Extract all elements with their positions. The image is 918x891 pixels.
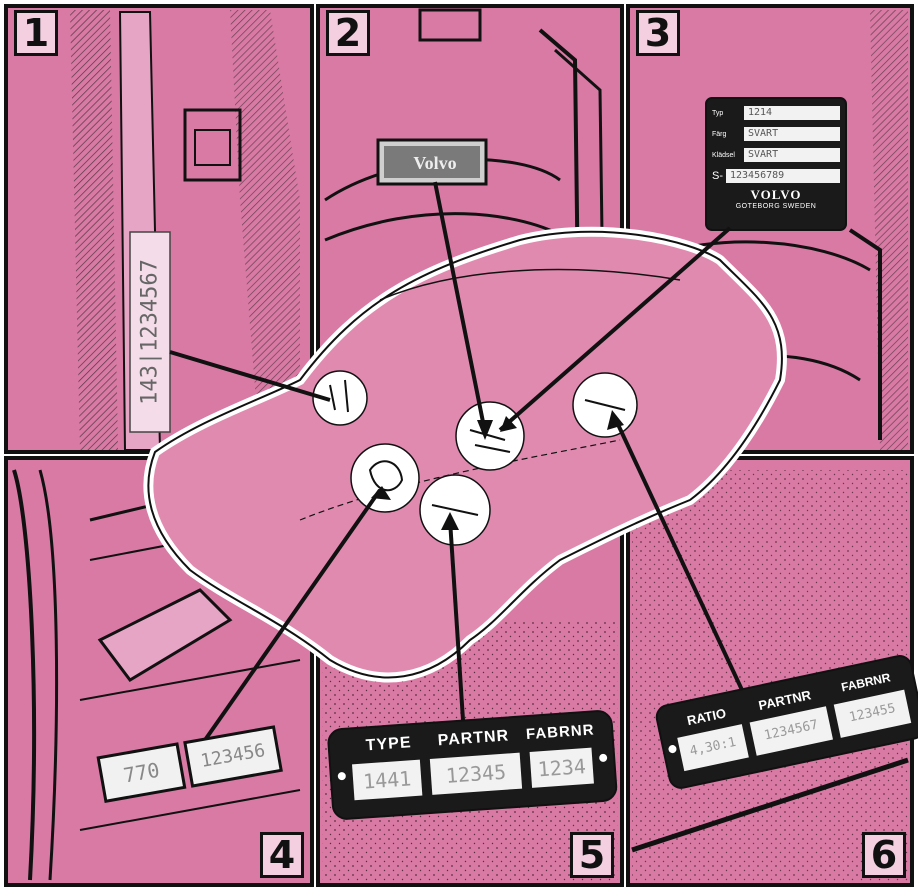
plate-value-fabrnr: 1234 — [530, 748, 594, 788]
plate-value-ratio: 4,30:1 — [677, 724, 749, 771]
id-row-label: Typ — [712, 110, 744, 117]
plate-header-type: TYPE — [354, 733, 423, 756]
id-row-type: Typ 1214 — [712, 104, 840, 122]
id-row-label: Klädsel — [712, 152, 744, 159]
id-row-label: S- — [712, 170, 726, 182]
id-row-value: 1214 — [744, 106, 840, 120]
plate-header-fabrnr: FABRNR — [524, 721, 597, 743]
panel-number-6: 6 — [862, 832, 906, 878]
plate-value-partnr: 12345 — [430, 753, 522, 795]
id-row-value: SVART — [744, 148, 840, 162]
type-badge-text: Volvo — [395, 150, 475, 176]
brand-name: VOLVO — [712, 187, 840, 202]
id-row-value: 123456789 — [726, 169, 840, 183]
panel-number-4: 4 — [260, 832, 304, 878]
plate-value-partnr: 1234567 — [750, 706, 833, 755]
id-row-color: Färg SVART — [712, 125, 840, 143]
id-row-chassis: S- 123456789 — [712, 167, 840, 185]
panel-number-2: 2 — [326, 10, 370, 56]
id-row-label: Färg — [712, 131, 744, 138]
brand-city: GOTEBORG SWEDEN — [712, 202, 840, 211]
panel-number-5: 5 — [570, 832, 614, 878]
panel-number-1: 1 — [14, 10, 58, 56]
plate-value-type: 1441 — [352, 760, 422, 801]
id-row-value: SVART — [744, 127, 840, 141]
plate-header-partnr: PARTNR — [428, 727, 519, 751]
plate-value-fabrnr: 123455 — [834, 690, 911, 738]
location-circle-4 — [351, 444, 419, 512]
vehicle-id-plate-content: Typ 1214 Färg SVART Klädsel SVART S- 123… — [712, 104, 840, 226]
panel-number-3: 3 — [636, 10, 680, 56]
id-row-upholstery: Klädsel SVART — [712, 146, 840, 164]
chassis-number-text: 143|1234567 — [138, 237, 163, 427]
